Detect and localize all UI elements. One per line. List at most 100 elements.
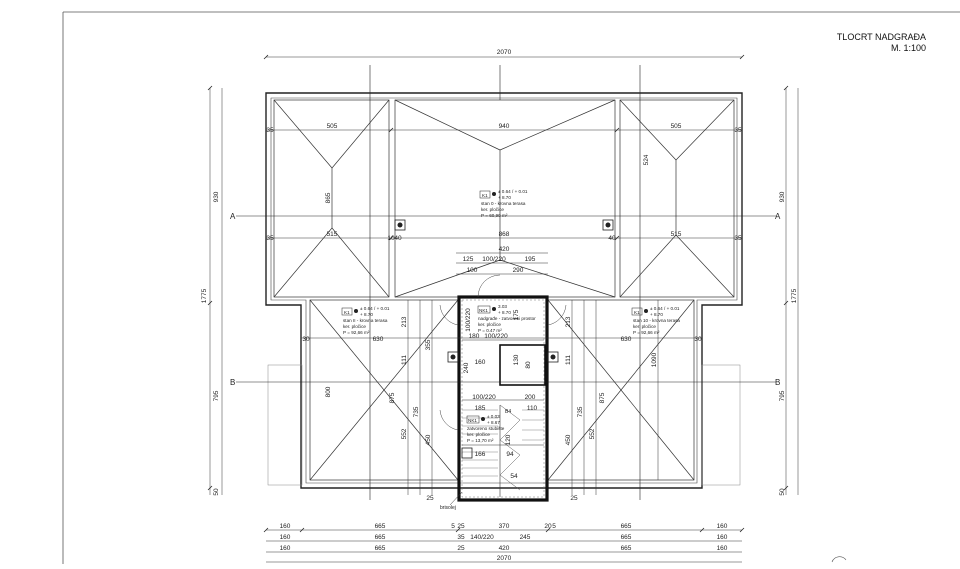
dim-left-3: 795 xyxy=(213,390,220,401)
dim-stair-c1: 100 xyxy=(467,267,478,274)
section-markers: A A B B xyxy=(230,212,781,387)
dim-mid-right: 515 xyxy=(671,231,682,238)
dim-b2-2: 665 xyxy=(375,534,386,541)
dim-top-right: 505 xyxy=(671,123,682,130)
drawing-scale: M. 1:100 xyxy=(890,43,926,53)
dim-small-1: 35 xyxy=(266,127,274,134)
dim-li-3: 875 xyxy=(389,392,396,403)
dim-core-130: 130 xyxy=(513,354,520,365)
dim-right-4: 50 xyxy=(779,488,786,496)
dim-small-9: 30 xyxy=(694,336,702,343)
dim-b1-9: 160 xyxy=(717,523,728,530)
drawing-title: TLOCRT NADGRAĐA xyxy=(836,32,926,42)
dim-core-door: 100/220 xyxy=(465,308,472,332)
dim-small-2: 35 xyxy=(734,127,742,134)
dim-b3-4: 420 xyxy=(499,545,510,552)
dim-stair-b2: 100/220 xyxy=(482,256,506,263)
dim-small-7: 40 xyxy=(608,235,616,242)
dim-stair-b1: 125 xyxy=(463,256,474,263)
room-label-stairwell: NK1 ± 0.03 + 8.67 zatvoreno stubište ker… xyxy=(466,414,505,443)
dim-small-4: 35 xyxy=(734,235,742,242)
dim-b2-1: 160 xyxy=(280,534,291,541)
dim-mid-left: 515 xyxy=(327,231,338,238)
svg-text:K1: K1 xyxy=(344,310,350,315)
dim-ri-6: 450 xyxy=(565,434,572,445)
dim-small-6: 40 xyxy=(394,235,402,242)
dim-core-80: 80 xyxy=(525,361,532,369)
dim-core-2: 100/220 xyxy=(484,333,508,340)
dim-b1-3: 5 xyxy=(451,523,455,530)
dim-right-lower-v: 1090 xyxy=(651,352,658,367)
svg-text:P = 13,70 m²: P = 13,70 m² xyxy=(467,438,494,443)
dim-b2-6: 665 xyxy=(621,534,632,541)
dim-left-4: 50 xyxy=(213,488,220,496)
dim-ri-2: 111 xyxy=(565,355,572,365)
dim-core-10: 94 xyxy=(506,451,514,458)
dim-mid-center: 868 xyxy=(499,231,510,238)
section-lines xyxy=(236,65,776,500)
dim-b2-3: 35 xyxy=(457,534,465,541)
svg-text:± 0.03: ± 0.03 xyxy=(487,414,500,419)
svg-text:P = 0.47 m²: P = 0.47 m² xyxy=(478,328,502,333)
dim-core-120: 120 xyxy=(505,434,512,445)
dim-core-5: 100/220 xyxy=(472,394,496,401)
dim-li-5: 735 xyxy=(413,406,420,417)
svg-text:+ 8.70: + 8.70 xyxy=(498,195,511,200)
north-arrow-fragment xyxy=(831,556,847,563)
dim-core-4: 160 xyxy=(475,359,486,366)
dim-li-2: 111 xyxy=(401,355,408,365)
svg-text:± 0.64 / + 0.01: ± 0.64 / + 0.01 xyxy=(360,306,390,311)
room-label-terrace-top: K1 ± 0.64 / + 0.01 + 8.70 stan 0 - krovn… xyxy=(479,189,528,218)
section-mark-b-left: B xyxy=(230,378,235,387)
dimension-lines xyxy=(209,56,799,563)
room-label-terrace-right: K1 ± 0.64 / + 0.01 + 8.70 stan 10 - krov… xyxy=(631,306,680,335)
dim-b3-1: 160 xyxy=(280,545,291,552)
svg-text:K1: K1 xyxy=(482,193,488,198)
callout-b4: B4 xyxy=(505,409,511,415)
dim-b1-1: 160 xyxy=(280,523,291,530)
dim-ri-1: 213 xyxy=(565,316,572,327)
dim-b1-2: 665 xyxy=(375,523,386,530)
dim-b1-7: 5 xyxy=(552,523,556,530)
dimension-ticks xyxy=(207,54,789,533)
svg-text:ker. pločice: ker. pločice xyxy=(343,324,366,329)
dim-core-1: 180 xyxy=(469,333,480,340)
svg-text:ker. pločice: ker. pločice xyxy=(467,432,490,437)
svg-text:stan 10 - krovna terasa: stan 10 - krovna terasa xyxy=(633,318,680,323)
dim-core-3: 240 xyxy=(463,362,470,373)
dim-right-1: 930 xyxy=(779,191,786,202)
svg-text:NK1: NK1 xyxy=(479,308,488,313)
dim-b3-5: 665 xyxy=(621,545,632,552)
svg-text:ker. pločice: ker. pločice xyxy=(481,207,504,212)
dim-right-3: 795 xyxy=(779,390,786,401)
dim-b2-4: 140/220 xyxy=(470,534,494,541)
roof-panels xyxy=(273,99,735,481)
svg-text:P = 92,66 m²: P = 92,66 m² xyxy=(633,330,660,335)
dim-core-6: 185 xyxy=(475,405,486,412)
roof-outline xyxy=(265,92,743,489)
svg-text:stan II - krovna terasa: stan II - krovna terasa xyxy=(343,318,388,323)
dim-core-11: 54 xyxy=(510,473,518,480)
svg-text:± 0.64 / + 0.01: ± 0.64 / + 0.01 xyxy=(498,189,528,194)
svg-text:+ 8.70: + 8.70 xyxy=(650,312,663,317)
dim-li-8: 800 xyxy=(325,386,332,397)
dim-b2-5: 245 xyxy=(520,534,531,541)
dim-stair-a: 420 xyxy=(499,246,510,253)
dim-top-left: 505 xyxy=(327,123,338,130)
dim-ri-3: 875 xyxy=(599,392,606,403)
svg-text:nadgrađe - zatvoreni prostor: nadgrađe - zatvoreni prostor xyxy=(478,316,536,321)
svg-text:+ 8.70: + 8.70 xyxy=(498,310,511,315)
stair-core xyxy=(394,219,614,502)
dim-ri-5: 735 xyxy=(577,406,584,417)
svg-text:ker. pločice: ker. pločice xyxy=(478,322,501,327)
svg-text:+ 8.67: + 8.67 xyxy=(487,420,500,425)
svg-text:ker. pločice: ker. pločice xyxy=(633,324,656,329)
svg-text:P = 92,66 m²: P = 92,66 m² xyxy=(343,330,370,335)
dim-b1-8: 665 xyxy=(621,523,632,530)
dim-top-center: 940 xyxy=(499,123,510,130)
dim-stair-b3: 195 xyxy=(525,256,536,263)
callouts: brisolej B4 xyxy=(440,409,511,511)
svg-text:P = 60,90 m²: P = 60,90 m² xyxy=(481,213,508,218)
svg-text:+ 8.70: + 8.70 xyxy=(360,312,373,317)
dim-ri-4: 552 xyxy=(589,428,596,439)
